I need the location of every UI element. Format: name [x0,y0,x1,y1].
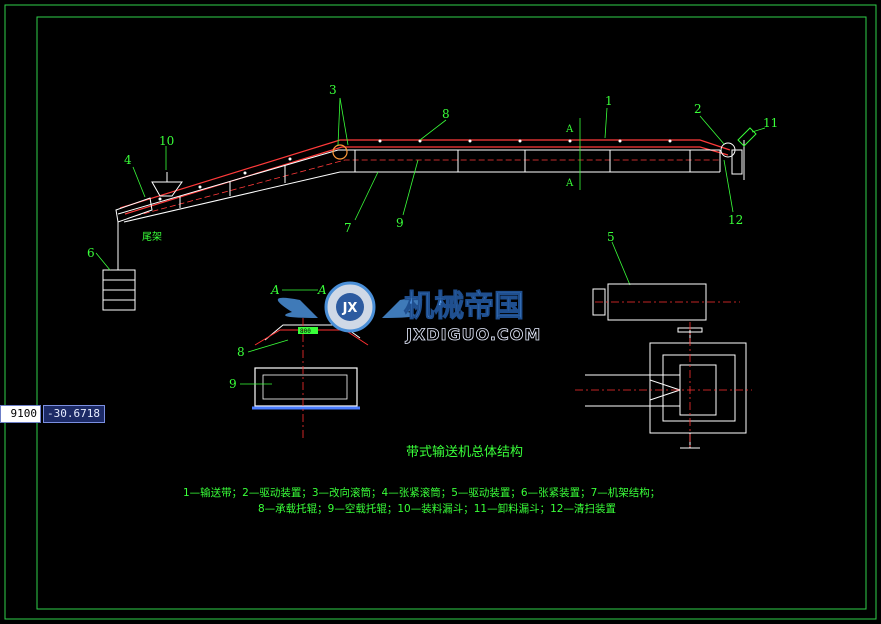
logo-wing-right [382,297,423,318]
drawing-labels: 尾架 A A A A 800 [142,124,574,335]
feed-hopper [151,181,183,197]
tail-frame [115,197,153,223]
section-leader-8 [247,339,289,353]
section-a-a [240,289,369,440]
callout-8-section: 8 [237,345,245,359]
label-section-mark-bottom: A [565,178,574,189]
coordinate-x-readout[interactable]: 9100 [0,405,41,423]
callout-10: 10 [159,134,174,148]
frame-bottom-line [123,171,720,223]
watermark-name: 机械帝国 [404,289,524,324]
drive-frame-inner [662,354,736,422]
drive-shaft-d [649,389,681,401]
callout-4: 4 [124,153,132,167]
belt-lower-line [124,146,729,215]
label-dim-value: 800 [300,328,311,335]
label-section-a-left: A [270,283,280,297]
label-section-a-right: A [317,283,327,297]
frame-top-line [117,149,720,215]
frame-posts [179,150,721,208]
drive-frame-outer [649,342,747,434]
label-section-mark-top: A [565,124,574,135]
logo-gear-center [336,293,364,321]
drive-unit-plan [585,283,747,449]
idler-marks [158,139,672,201]
return-idler-box [254,367,358,407]
callout-5: 5 [607,230,615,244]
callout-9: 9 [396,216,404,230]
drawing-title: 带式输送机总体结构 [406,444,523,460]
watermark-logo: JX 机械帝国 JXDIGUO.COM [277,281,541,344]
callout-11: 11 [763,116,778,130]
coordinate-y-readout[interactable]: -30.6718 [43,405,105,423]
drive-shaft-c [649,379,681,391]
section-dim-box [298,327,318,334]
take-up-weight [102,269,136,311]
callout-9-section: 9 [229,377,237,391]
motor-coupling [592,288,606,316]
callout-7: 7 [344,221,352,235]
watermark-url: JXDIGUO.COM [405,325,541,344]
callout-12: 12 [728,213,743,227]
logo-wing-left [277,297,318,318]
outer-frame [4,4,877,620]
logo-mark: JX [342,301,358,316]
head-drive-box [731,149,743,175]
inner-frame [36,16,867,610]
conveyor-elevation [95,97,766,311]
callout-8: 8 [442,107,450,121]
label-tail-frame: 尾架 [142,231,162,243]
callout-leaders [95,97,766,286]
callout-6: 6 [87,246,95,260]
bend-pulley [332,144,348,160]
belt-return-line [134,159,720,217]
drive-centerlines [575,301,752,450]
callout-2: 2 [694,102,702,116]
discharge-chute [737,127,757,147]
callout-numbers: 1 2 3 4 5 6 7 8 9 10 11 12 8 9 [87,83,778,391]
callout-3: 3 [329,83,337,97]
return-idler-inner [262,374,348,400]
legend-line-1: 1—输送带；2—驱动装置；3—改向滚筒；4—张紧滚筒；5—驱动装置；6—张紧装置… [183,486,660,499]
legend-line-2: 8—承载托辊；9—空载托辊；10—装料漏斗；11—卸料漏斗；12—清扫装置 [258,502,616,515]
callout-1: 1 [605,94,613,108]
